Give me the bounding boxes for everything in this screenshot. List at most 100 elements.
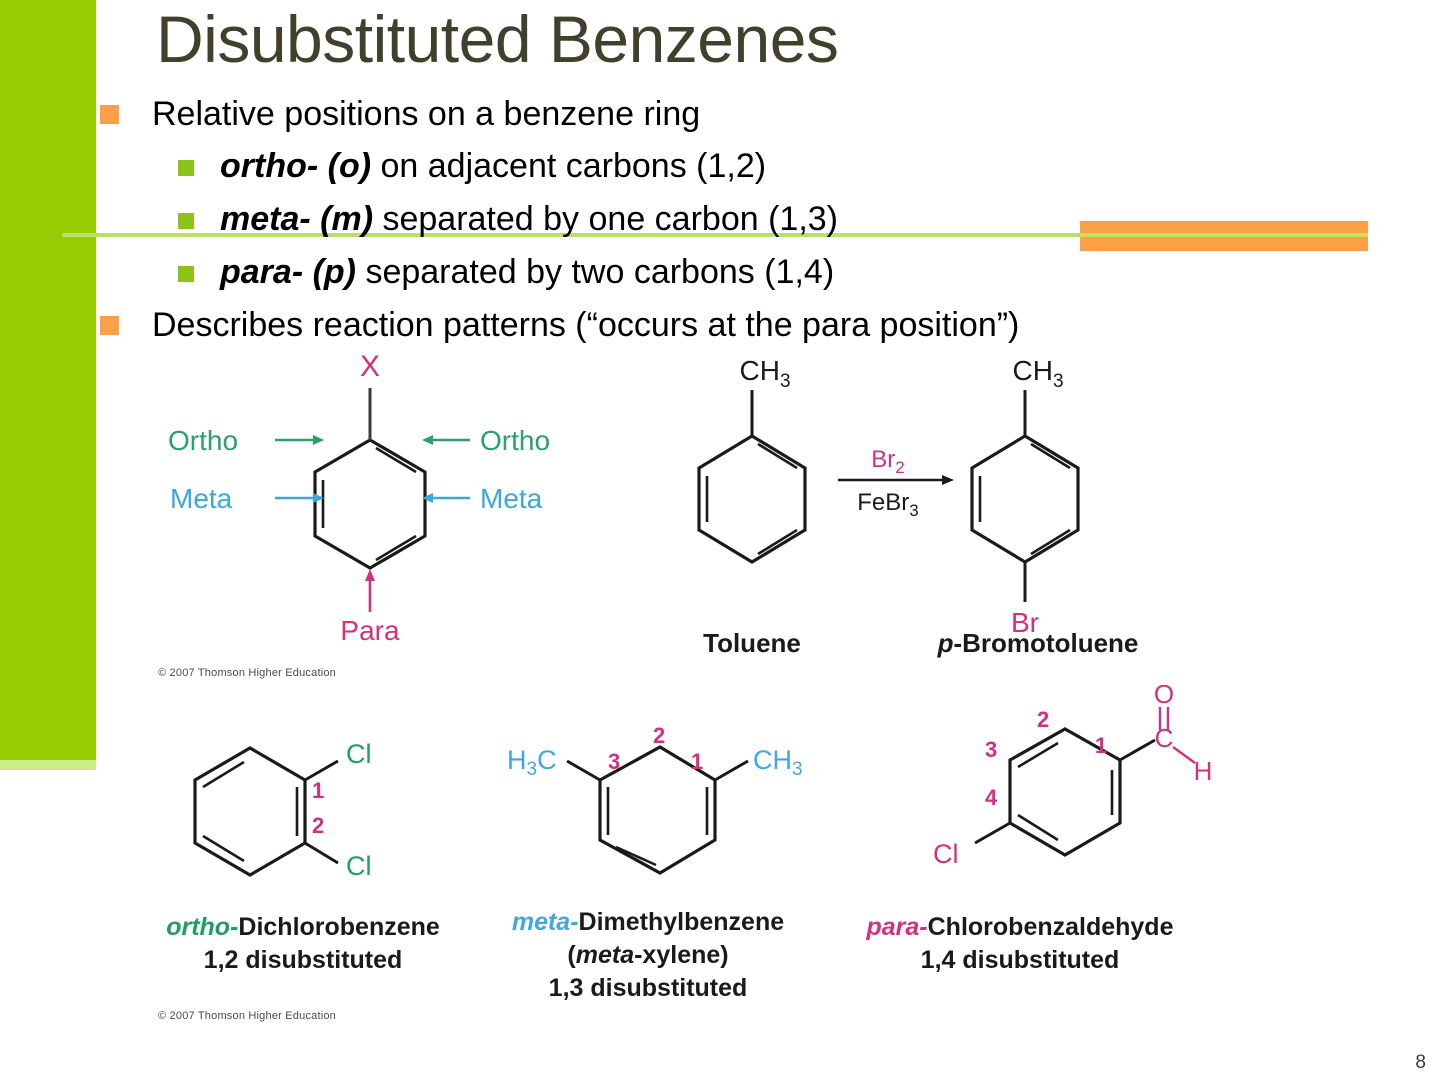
bullet-text: para- (p) separated by two carbons (1,4) xyxy=(220,253,834,291)
ortho-caption-name: ortho-Dichlorobenzene xyxy=(166,913,440,941)
label-meta-right: Meta xyxy=(480,483,543,514)
figure-para-chlorobenzaldehyde: O C H Cl 1 2 3 4 para-Chlorobenzaldehyde… xyxy=(855,685,1215,985)
para-example-svg: O C H Cl 1 2 3 4 para-Chlorobenzaldehyde… xyxy=(865,685,1213,974)
ortho-caption-subtitle: 1,2 disubstituted xyxy=(204,946,403,974)
benzene-ring-hexagon xyxy=(313,438,427,570)
bullet-list: Relative positions on a benzene ring ort… xyxy=(96,88,1296,351)
figure-bromination-reaction: CH3 Toluene Br2 FeBr3 CH3 Br p-Bromotolu… xyxy=(660,340,1190,670)
figure-ring-positions: X Ortho Ortho Meta Meta Para xyxy=(150,340,620,650)
bromotoluene-name-rest: -Bromotoluene xyxy=(954,628,1139,658)
para-hydrogen-label: H xyxy=(1194,756,1213,786)
para-bond-to-hydrogen xyxy=(1172,746,1196,764)
ortho-caption-prefix: ortho- xyxy=(166,913,238,941)
ortho-arrow-left-head xyxy=(313,435,324,445)
para-number-4: 4 xyxy=(985,785,998,810)
figure-meta-dimethylbenzene: H3C CH3 1 2 3 meta-Dimethylbenzene (meta… xyxy=(495,725,835,1015)
bullet-emphasis: ortho- (o) xyxy=(220,147,372,185)
figure-credit-top: © 2007 Thomson Higher Education xyxy=(158,667,336,679)
double-bond-line xyxy=(1017,741,1059,769)
bullet-level1-describes-reactions: Describes reaction patterns (“occurs at … xyxy=(96,299,1296,351)
meta-number-1: 1 xyxy=(691,749,703,774)
para-number-3: 3 xyxy=(985,737,997,762)
meta-ring xyxy=(598,745,717,875)
double-bond-line xyxy=(1030,442,1071,470)
figure-credit-bottom: © 2007 Thomson Higher Education xyxy=(158,1010,336,1022)
ortho-cl-label-top: Cl xyxy=(346,739,372,769)
double-bond-line xyxy=(375,446,417,474)
label-para: Para xyxy=(340,615,400,646)
sidebar-green-band-foot xyxy=(0,760,96,770)
horizontal-green-rule xyxy=(62,233,1368,237)
bullet-text: Relative positions on a benzene ring xyxy=(152,95,701,133)
bullet-level2-para: para- (p) separated by two carbons (1,4) xyxy=(96,246,1296,299)
meta-caption-rest: Dimethylbenzene xyxy=(579,908,785,936)
reagent-br2-label: Br2 xyxy=(871,446,904,477)
bullet-marker-green xyxy=(178,160,194,176)
label-ortho-left: Ortho xyxy=(168,425,238,456)
bromotoluene-methyl-label: CH3 xyxy=(1012,355,1063,392)
para-bond-to-carbonyl xyxy=(1119,738,1156,762)
para-caption-rest: Chlorobenzaldehyde xyxy=(928,913,1174,941)
ortho-bond-to-cl-2 xyxy=(304,841,339,865)
para-bond-to-cl xyxy=(974,821,1011,845)
reaction-svg: CH3 Toluene Br2 FeBr3 CH3 Br p-Bromotolu… xyxy=(697,355,1139,658)
bullet-marker-green xyxy=(178,266,194,282)
meta-methyl-label-right: CH3 xyxy=(753,745,803,780)
bromotoluene-ring xyxy=(970,434,1080,564)
bromotoluene-br-label: Br xyxy=(1011,607,1039,638)
bullet-marker-green xyxy=(178,213,194,229)
double-bond-line xyxy=(375,534,417,562)
toluene-methyl-label: CH3 xyxy=(739,355,790,392)
bullet-emphasis: para- (p) xyxy=(220,253,356,291)
meta-caption-name: meta-Dimethylbenzene xyxy=(512,908,784,936)
meta-bond-to-methyl-right xyxy=(714,759,749,782)
ortho-example-svg: Cl Cl 1 2 ortho-Dichlorobenzene 1,2 disu… xyxy=(166,739,440,974)
toluene-ring xyxy=(697,434,807,564)
double-bond-line xyxy=(757,442,798,470)
bullet-text: meta- (m) separated by one carbon (1,3) xyxy=(220,200,838,238)
ortho-ring xyxy=(193,746,307,877)
double-bond-line xyxy=(757,528,798,556)
meta-methyl-label-left: H3C xyxy=(507,745,557,780)
double-bond-line xyxy=(202,760,245,789)
ortho-arrow-right-head xyxy=(422,435,433,445)
toluene-name: Toluene xyxy=(703,628,801,658)
meta-arrow-right-head xyxy=(422,493,433,503)
meta-number-3: 3 xyxy=(608,749,620,774)
double-bond-line xyxy=(1030,528,1071,556)
meta-number-2: 2 xyxy=(653,725,665,748)
page-title: Disubstituted Benzenes xyxy=(156,2,839,76)
bullet-marker-orange xyxy=(100,105,119,124)
bullet-level2-ortho: ortho- (o) on adjacent carbons (1,2) xyxy=(96,140,1296,193)
meta-caption-prefix: meta- xyxy=(512,908,579,936)
orange-accent-bar-green-line xyxy=(1080,233,1368,237)
bullet-level1-relative-positions: Relative positions on a benzene ring xyxy=(96,88,1296,140)
para-number-1: 1 xyxy=(1095,733,1107,758)
meta-arrow-left-head xyxy=(313,493,324,503)
bromotoluene-name: p-Bromotoluene xyxy=(937,628,1139,658)
bromotoluene-name-prefix: p xyxy=(937,628,954,658)
substituent-label-x: X xyxy=(360,350,380,383)
bullet-marker-orange xyxy=(100,316,119,335)
para-caption-name: para-Chlorobenzaldehyde xyxy=(865,913,1173,941)
reagent-febr3-label: FeBr3 xyxy=(857,489,918,520)
ring-positions-svg: X Ortho Ortho Meta Meta Para xyxy=(168,350,550,646)
para-arrow-head xyxy=(365,569,375,581)
ortho-cl-label-bottom: Cl xyxy=(346,851,372,881)
para-caption-subtitle: 1,4 disubstituted xyxy=(921,946,1120,974)
page-number: 8 xyxy=(1415,1052,1426,1073)
ortho-number-2: 2 xyxy=(312,813,324,838)
meta-caption-synonym: (meta-xylene) xyxy=(567,941,728,969)
ortho-caption-rest: Dichlorobenzene xyxy=(238,913,440,941)
meta-caption-subtitle: 1,3 disubstituted xyxy=(549,974,748,1002)
bullet-text: ortho- (o) on adjacent carbons (1,2) xyxy=(220,147,766,185)
figure-ortho-dichlorobenzene: Cl Cl 1 2 ortho-Dichlorobenzene 1,2 disu… xyxy=(160,735,490,995)
sidebar-green-band xyxy=(0,0,96,768)
para-number-2: 2 xyxy=(1037,707,1049,732)
bullet-rest: on adjacent carbons (1,2) xyxy=(371,147,767,185)
bullet-rest: separated by two carbons (1,4) xyxy=(356,253,835,291)
bullet-rest: separated by one carbon (1,3) xyxy=(373,200,838,238)
double-bond-line xyxy=(615,845,657,867)
ortho-bond-to-cl-1 xyxy=(304,759,339,782)
para-oxygen-label: O xyxy=(1154,685,1174,709)
